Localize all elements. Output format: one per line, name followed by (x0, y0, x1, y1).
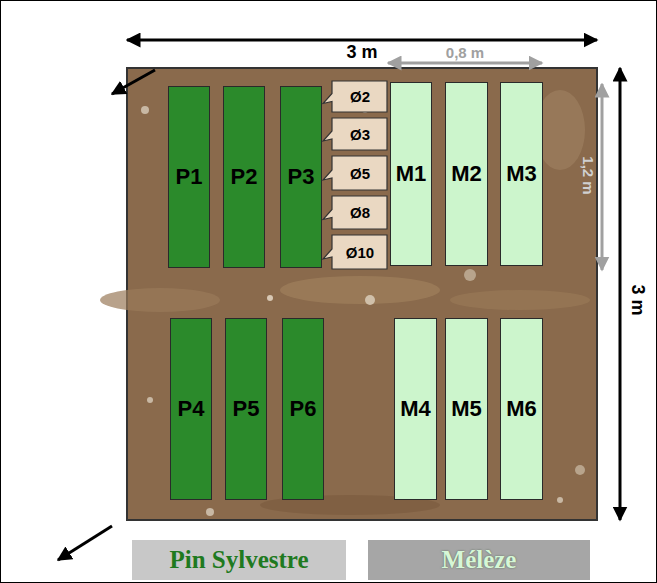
pine-strip: P3 (280, 86, 322, 268)
legend-label: Pin Sylvestre (169, 546, 308, 573)
diameter-callout: Ø10 (322, 234, 388, 270)
plot-label: M4 (400, 396, 431, 422)
diameter-label: Ø10 (346, 244, 374, 261)
larch-strip: M4 (394, 318, 437, 500)
legend-label: Mélèze (442, 546, 517, 573)
plot-label: M2 (451, 161, 482, 187)
pine-strip: P2 (223, 86, 265, 268)
diameter-callout: Ø2 (322, 80, 388, 113)
strip-length-dimension: 1,2 m (580, 154, 595, 196)
corner-arrow (58, 526, 112, 560)
legend-item: Pin Sylvestre (132, 540, 346, 580)
legend-swatch: Mélèze (442, 546, 517, 574)
diameter-callout: Ø3 (322, 117, 388, 151)
pine-strip: P5 (225, 318, 267, 500)
plot-label: M3 (506, 161, 537, 187)
plot-label: P4 (178, 396, 205, 422)
larch-strip: M3 (500, 82, 543, 266)
plot-label: M5 (451, 396, 482, 422)
diameter-label: Ø2 (350, 88, 370, 105)
strip-width-arrow (388, 62, 542, 65)
diameter-label: Ø8 (350, 204, 370, 221)
callout-shape (323, 196, 387, 229)
diameter-callout: Ø8 (322, 195, 388, 230)
pine-strip: P1 (168, 86, 210, 268)
larch-strip: M6 (500, 318, 543, 500)
callout-shape (323, 235, 387, 269)
plot-label: P3 (288, 164, 315, 190)
diameter-label: Ø3 (350, 126, 370, 143)
height-dimension: 3 m (629, 282, 647, 317)
corner-arrow (112, 70, 155, 94)
larch-strip: M1 (390, 82, 432, 266)
diameter-label: Ø5 (350, 165, 370, 182)
callout-shape (323, 118, 387, 150)
width-arrow (127, 39, 597, 42)
height-arrow (619, 68, 622, 520)
pine-strip: P6 (282, 318, 324, 500)
plot-label: P5 (233, 396, 260, 422)
callout-shape (323, 156, 387, 190)
plot-label: P6 (290, 396, 317, 422)
plot-label: P1 (176, 164, 203, 190)
larch-strip: M2 (445, 82, 488, 266)
legend-swatch: Pin Sylvestre (169, 546, 308, 574)
soil-photo (100, 68, 597, 520)
plot-label: M1 (396, 161, 427, 187)
larch-strip: M5 (445, 318, 488, 500)
strip-length-arrow (601, 84, 604, 270)
pine-strip: P4 (170, 318, 212, 500)
plot-label: M6 (506, 396, 537, 422)
callout-shape (323, 81, 387, 112)
diameter-callout: Ø5 (322, 155, 388, 191)
strip-width-dimension: 0,8 m (444, 45, 486, 60)
plot-label: P2 (231, 164, 258, 190)
width-dimension: 3 m (344, 43, 379, 61)
legend-item: Mélèze (368, 540, 590, 580)
